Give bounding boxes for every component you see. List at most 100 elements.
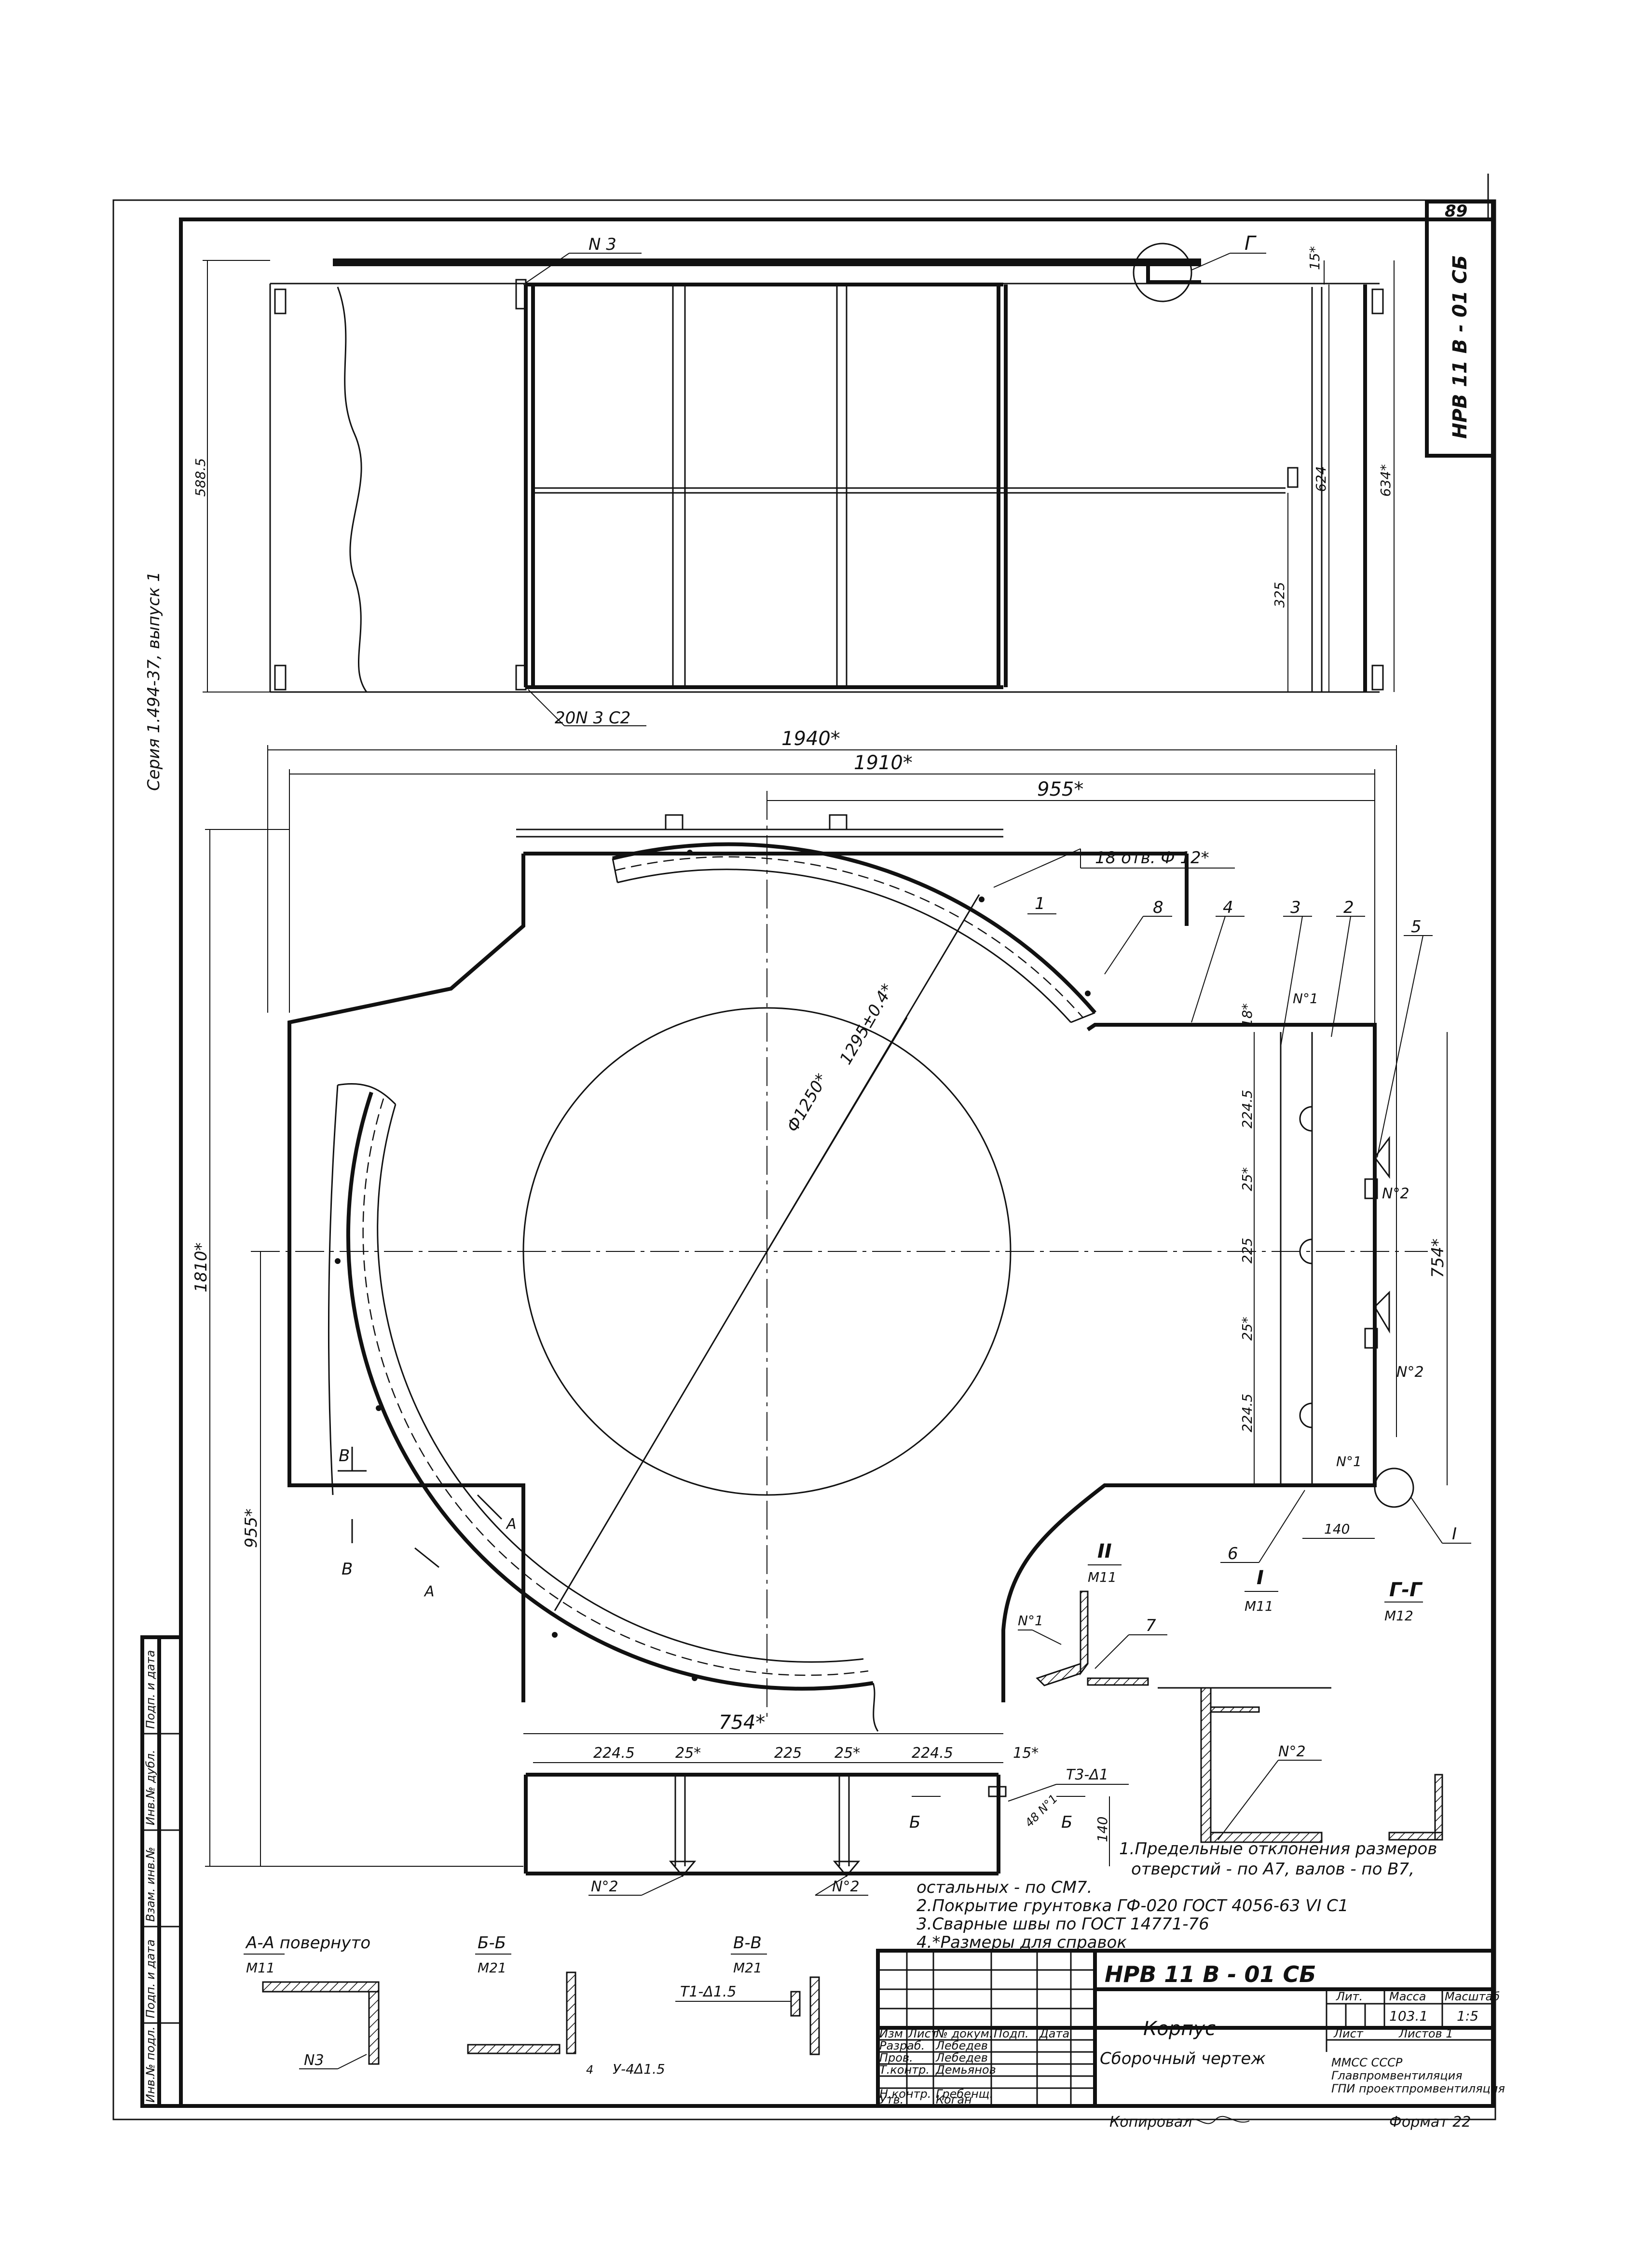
- tb-designation: НРВ 11 В - 01 СБ: [1105, 1961, 1316, 1987]
- duct-circle: [522, 1007, 1012, 1496]
- dim-1250: Ф1250*: [783, 1070, 832, 1135]
- tb-role-3: Т.контр.: [879, 2063, 930, 2077]
- dim-2245-b2: 224.5: [912, 1745, 953, 1762]
- item-3: 3: [1290, 898, 1301, 917]
- section-gg-scale: М12: [1384, 1608, 1413, 1624]
- note-line-5: 3.Сварные швы по ГОСТ 14771-76: [917, 1915, 1209, 1934]
- n1-right-top: N°1: [1293, 991, 1318, 1006]
- tb-person-2: Лебедев: [935, 2051, 988, 2064]
- dim-25-b2: 25*: [835, 1745, 860, 1762]
- dim-25-r2: 25*: [1239, 1317, 1255, 1341]
- tb-sheet-label: Лист: [1333, 2027, 1364, 2040]
- stamp-label-3: Взам. инв.№: [144, 1847, 157, 1922]
- dim-1940: 1940*: [781, 728, 840, 750]
- stamp-label-2: Подп. и дата: [144, 1940, 157, 2019]
- stamp-label-1: Инв.№ подл.: [144, 2026, 157, 2103]
- stamp-label-4: Инв.№ дубл.: [144, 1750, 157, 1825]
- section-gg-label: Г-Г: [1389, 1579, 1423, 1601]
- n3-section: N3: [304, 2052, 324, 2069]
- tb-sheets-label: Листов 1: [1398, 2027, 1453, 2040]
- dim-48-n1: 48 N°1: [1022, 1792, 1060, 1830]
- holes-label: 18 отв. Ф 12*: [1095, 848, 1209, 868]
- section-bb-label: Б-Б: [478, 1933, 506, 1953]
- copied-by: Копировал: [1109, 2114, 1192, 2131]
- section-ii-label: II: [1097, 1540, 1112, 1562]
- section-aa-label: А-А повернуто: [245, 1933, 370, 1953]
- tb-head-doc: № докум.: [935, 2027, 993, 2040]
- n1-section-ii: N°1: [1018, 1613, 1043, 1629]
- n1-right-bottom: N°1: [1336, 1453, 1362, 1469]
- section-bb-scale: М21: [478, 1960, 506, 1976]
- section-ii-scale: М11: [1088, 1569, 1117, 1585]
- item-1: 1: [1035, 894, 1045, 913]
- item-4: 4: [1223, 898, 1233, 917]
- dim-955-top: 955*: [1037, 778, 1083, 801]
- side-stamp: Инв.№ подл. Подп. и дата Взам. инв.№ Инв…: [140, 1635, 183, 2108]
- n2-section-gg: N°2: [1278, 1743, 1306, 1760]
- plan-view: 1940* 1910* 955* 1295±0.4* Ф1250*: [192, 728, 1471, 1867]
- dim-1810: 1810*: [192, 1242, 211, 1292]
- cut-b-top: В: [339, 1446, 350, 1466]
- tb-person-6: Коган: [936, 2093, 972, 2106]
- section-vv-scale: М21: [733, 1960, 762, 1976]
- side-code: НРВ 11 В - 01 СБ: [1449, 255, 1471, 439]
- tb-mass: 103.1: [1389, 2008, 1428, 2024]
- section-details: I М11 II М11 Г-Г М12 N°1 7 N°2 А-А повер…: [244, 1540, 1443, 2077]
- stamp-label-5: Подп. и дата: [144, 1650, 157, 1729]
- front-view: 754* 224.5 25* 225 25* 224.5 15* N°2 N°2…: [523, 1711, 1129, 1896]
- note-line-1: 1.Предельные отклонения размеров: [1119, 1839, 1437, 1859]
- cut-a-top: А: [506, 1516, 517, 1533]
- item-8: 8: [1153, 898, 1163, 917]
- n2-right-1: N°2: [1382, 1185, 1409, 1202]
- outer-frame: [112, 199, 1496, 2120]
- notes: 1.Предельные отклонения размеров отверст…: [917, 1839, 1437, 1952]
- tb-scale: 1:5: [1457, 2008, 1478, 2024]
- format-label: Формат 22: [1389, 2114, 1471, 2131]
- tb-org-2: Главпромвентиляция: [1331, 2069, 1463, 2082]
- section-aa-scale: М11: [246, 1960, 275, 1976]
- note-line-4: 2.Покрытие грунтовка ГФ-020 ГОСТ 4056-63…: [917, 1896, 1349, 1915]
- item-6: 6: [1228, 1544, 1238, 1563]
- side-code-box: [1425, 217, 1495, 458]
- dim-25-b1: 25*: [675, 1745, 701, 1762]
- note-line-3: остальных - по СМ7.: [917, 1878, 1092, 1897]
- view-g-label: Г: [1245, 232, 1257, 255]
- section-b-mark-2: Б: [1061, 1813, 1072, 1832]
- dim-588: 588.5: [192, 458, 208, 497]
- dim-225-r: 225: [1239, 1238, 1255, 1263]
- cut-a-bottom: А: [424, 1583, 435, 1600]
- weld-t1: Т1-Δ1.5: [680, 1983, 736, 2000]
- tb-name: Корпус: [1143, 2018, 1216, 2040]
- tb-doc-type: Сборочный чертеж: [1100, 2049, 1266, 2068]
- dim-1295: 1295±0.4*: [836, 980, 898, 1068]
- cut-b-bottom: В: [342, 1560, 353, 1579]
- tb-org-1: ММСС СССР: [1331, 2056, 1403, 2069]
- dim-754-right: 754*: [1428, 1238, 1448, 1278]
- tb-head-date: Дата: [1039, 2027, 1069, 2040]
- section-i-scale: М11: [1245, 1598, 1273, 1614]
- tb-head-list: Лист: [908, 2027, 938, 2040]
- tb-mass-label: Масса: [1389, 1990, 1426, 2003]
- note-line-2: отверстий - по А7, валов - по В7,: [1131, 1860, 1414, 1879]
- tb-role-6: Утв.: [879, 2093, 903, 2106]
- node-i-label: I: [1452, 1524, 1457, 1544]
- tb-org-3: ГПИ проектпромвентиляция: [1331, 2082, 1505, 2095]
- tb-lit: Лит.: [1336, 1990, 1363, 2003]
- dim-140-front: 140: [1094, 1817, 1110, 1842]
- tb-person-1: Лебедев: [935, 2039, 988, 2052]
- tb-role-1: Разраб.: [879, 2039, 925, 2052]
- weld-leg-4: 4: [586, 2063, 593, 2077]
- dim-2245-r1: 224.5: [1239, 1090, 1255, 1128]
- dim-225-b: 225: [774, 1745, 802, 1762]
- dim-140: 140: [1324, 1521, 1350, 1537]
- dim-624: 624: [1313, 466, 1329, 492]
- n2-right-2: N°2: [1396, 1364, 1424, 1381]
- tb-role-2: Пров.: [879, 2051, 913, 2064]
- dim-2245-b1: 224.5: [593, 1745, 635, 1762]
- n2-front-1: N°2: [591, 1878, 618, 1895]
- n2-front-2: N°2: [832, 1878, 860, 1895]
- tb-head-izm: Изм: [879, 2027, 903, 2040]
- dim-15-top: 15*: [1307, 246, 1323, 270]
- tb-person-5: Гребенщ.: [936, 2087, 993, 2101]
